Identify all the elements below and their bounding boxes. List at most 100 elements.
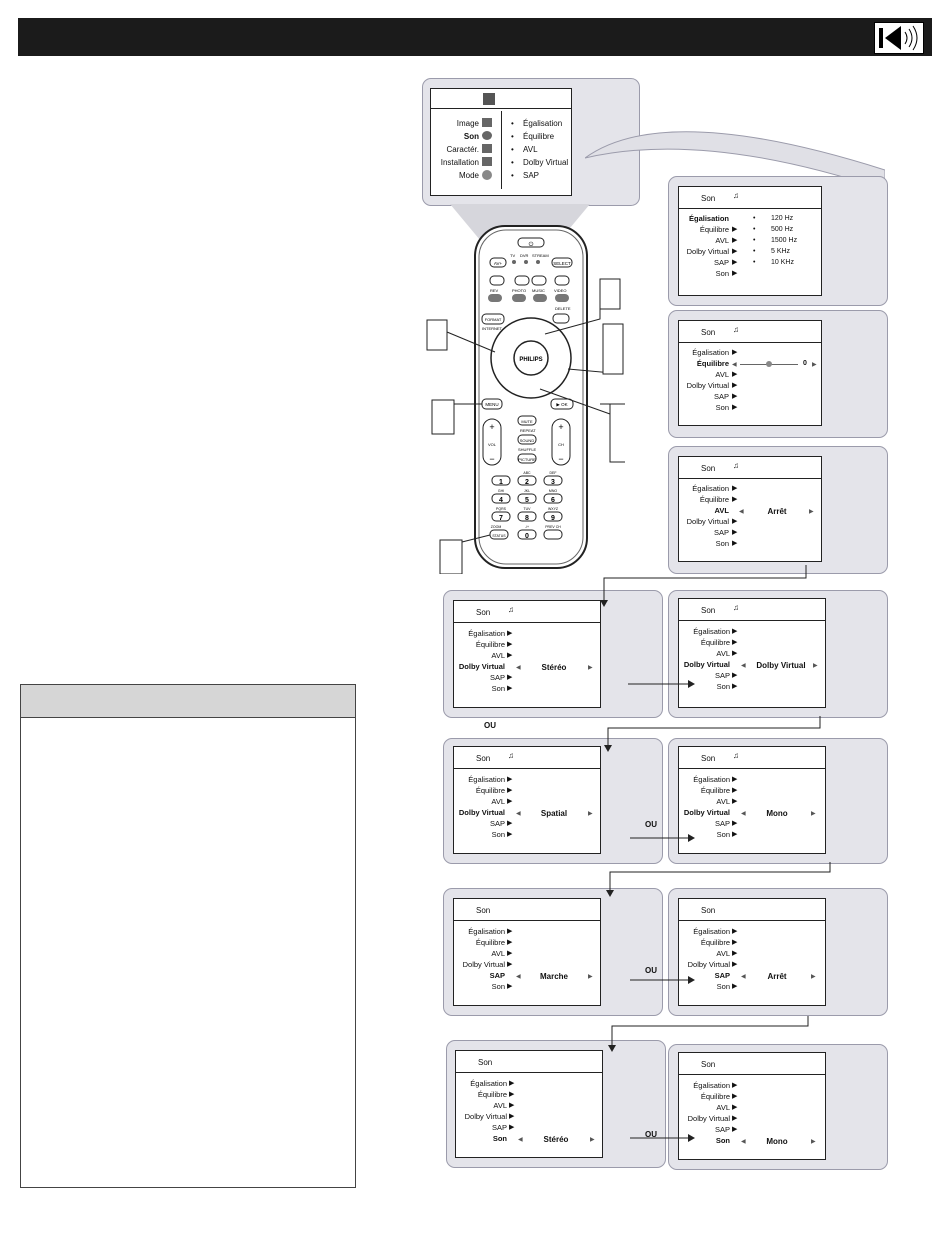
menu-item[interactable]: Dolby Virtual <box>458 808 505 817</box>
menu-item[interactable]: Dolby Virtual <box>686 381 729 390</box>
menu-item[interactable]: AVL <box>716 1103 730 1112</box>
menu-item[interactable]: Égalisation <box>688 214 729 223</box>
menu-item[interactable]: SAP <box>714 1125 730 1134</box>
menu-item[interactable]: SAP <box>713 392 729 401</box>
menu-item[interactable]: Son <box>491 684 505 693</box>
eq-band[interactable]: 500 Hz <box>771 226 794 233</box>
menu-item[interactable]: SAP <box>714 671 730 680</box>
menu-item[interactable]: Dolby Virtual <box>686 517 729 526</box>
menu-item[interactable]: Dolby Virtual <box>462 960 505 969</box>
menu-item[interactable]: AVL <box>715 370 729 379</box>
menu-item[interactable]: Égalisation <box>468 629 505 638</box>
dolby-value[interactable]: Dolby Virtual <box>756 661 806 670</box>
menu-item[interactable]: Égalisation <box>693 927 730 936</box>
mute-button[interactable]: MUTE <box>521 419 533 424</box>
menu-item[interactable]: Équilibre <box>700 786 730 795</box>
eq-band[interactable]: 5 KHz <box>771 248 791 255</box>
avl-value[interactable]: Arrêt <box>767 507 787 516</box>
av-button[interactable]: AV+ <box>494 261 503 266</box>
menu-item[interactable]: Son <box>716 682 730 691</box>
menu-item[interactable]: Équilibre <box>696 359 729 368</box>
main-menu-item[interactable]: Image <box>456 119 479 128</box>
dolby-value[interactable]: Mono <box>766 809 788 818</box>
menu-item[interactable]: Équilibre <box>700 638 730 647</box>
menu-item[interactable]: Égalisation <box>468 927 505 936</box>
eq-band[interactable]: 1500 Hz <box>771 237 798 244</box>
menu-item[interactable]: Son <box>715 269 729 278</box>
menu-item[interactable]: Égalisation <box>693 627 730 636</box>
menu-item[interactable]: Dolby Virtual <box>683 660 730 669</box>
submenu-item[interactable]: Égalisation <box>523 119 563 128</box>
menu-item[interactable]: Son <box>715 1136 730 1145</box>
menu-item[interactable]: Équilibre <box>699 225 729 234</box>
menu-item[interactable]: Son <box>715 403 729 412</box>
menu-item[interactable]: Équilibre <box>699 495 729 504</box>
menu-item[interactable]: Dolby Virtual <box>464 1112 507 1121</box>
dolby-value[interactable]: Spatial <box>540 809 568 818</box>
menu-item[interactable]: Équilibre <box>475 786 505 795</box>
menu-item[interactable]: SAP <box>714 819 730 828</box>
menu-item[interactable]: Égalisation <box>470 1079 507 1088</box>
menu-item[interactable]: Égalisation <box>692 348 729 357</box>
sap-value[interactable]: Marche <box>539 972 568 981</box>
menu-item[interactable]: AVL <box>491 949 505 958</box>
eq-band[interactable]: 120 Hz <box>771 215 794 222</box>
main-menu-item[interactable]: Son <box>463 132 479 141</box>
submenu-item[interactable]: Équilibre <box>523 132 555 141</box>
menu-button[interactable]: MENU <box>485 402 498 407</box>
menu-item[interactable]: Égalisation <box>693 775 730 784</box>
menu-item[interactable]: SAP <box>713 258 729 267</box>
menu-item[interactable]: Son <box>491 830 505 839</box>
balance-knob[interactable] <box>766 361 772 367</box>
main-menu-item[interactable]: Caractér. <box>446 145 479 154</box>
menu-item[interactable]: SAP <box>491 1123 507 1132</box>
eq-band[interactable]: 10 KHz <box>771 259 794 266</box>
menu-item[interactable]: Équilibre <box>477 1090 507 1099</box>
dolby-value[interactable]: Stéréo <box>541 663 567 672</box>
menu-item[interactable]: Équilibre <box>700 938 730 947</box>
menu-item[interactable]: Égalisation <box>693 1081 730 1090</box>
menu-item[interactable]: SAP <box>713 528 729 537</box>
sound-button[interactable]: SOUND <box>520 438 535 443</box>
submenu-item[interactable]: Dolby Virtual <box>523 158 569 167</box>
menu-item[interactable]: AVL <box>491 797 505 806</box>
menu-item[interactable]: Son <box>716 830 730 839</box>
menu-item[interactable]: Égalisation <box>692 484 729 493</box>
submenu-item[interactable]: AVL <box>523 145 538 154</box>
son-value[interactable]: Stéréo <box>543 1135 569 1144</box>
menu-item[interactable]: AVL <box>493 1101 507 1110</box>
menu-item[interactable]: SAP <box>489 971 505 980</box>
menu-item[interactable]: AVL <box>714 506 729 515</box>
menu-item[interactable]: AVL <box>715 236 729 245</box>
menu-item[interactable]: SAP <box>489 819 505 828</box>
power-label[interactable]: ⏻ <box>529 241 534 248</box>
menu-item[interactable]: AVL <box>716 949 730 958</box>
menu-item[interactable]: Dolby Virtual <box>683 808 730 817</box>
menu-item[interactable]: Équilibre <box>700 1092 730 1101</box>
ok-button[interactable]: ▶ OK <box>556 402 567 407</box>
menu-item[interactable]: SAP <box>714 971 730 980</box>
picture-button[interactable]: PICTURE <box>518 457 536 462</box>
menu-item[interactable]: Équilibre <box>475 938 505 947</box>
menu-item[interactable]: Son <box>715 539 729 548</box>
menu-item[interactable]: Son <box>716 982 730 991</box>
main-menu-item[interactable]: Installation <box>440 158 479 167</box>
menu-item[interactable]: AVL <box>491 651 505 660</box>
menu-item[interactable]: Dolby Virtual <box>686 247 729 256</box>
submenu-item[interactable]: SAP <box>523 171 540 180</box>
menu-item[interactable]: AVL <box>716 797 730 806</box>
select-button[interactable]: SELECT <box>553 261 571 266</box>
menu-item[interactable]: Dolby Virtual <box>458 662 505 671</box>
sap-value[interactable]: Arrêt <box>767 972 787 981</box>
son-value[interactable]: Mono <box>766 1137 788 1146</box>
menu-item[interactable]: Dolby Virtual <box>687 960 730 969</box>
menu-item[interactable]: Son <box>492 1134 507 1143</box>
menu-item[interactable]: SAP <box>489 673 505 682</box>
menu-item[interactable]: AVL <box>716 649 730 658</box>
menu-item[interactable]: Dolby Virtual <box>687 1114 730 1123</box>
menu-item[interactable]: Égalisation <box>468 775 505 784</box>
main-menu-item[interactable]: Mode <box>458 171 479 180</box>
menu-item[interactable]: Équilibre <box>475 640 505 649</box>
format-button[interactable]: FORMAT <box>485 317 502 322</box>
menu-item[interactable]: Son <box>491 982 505 991</box>
